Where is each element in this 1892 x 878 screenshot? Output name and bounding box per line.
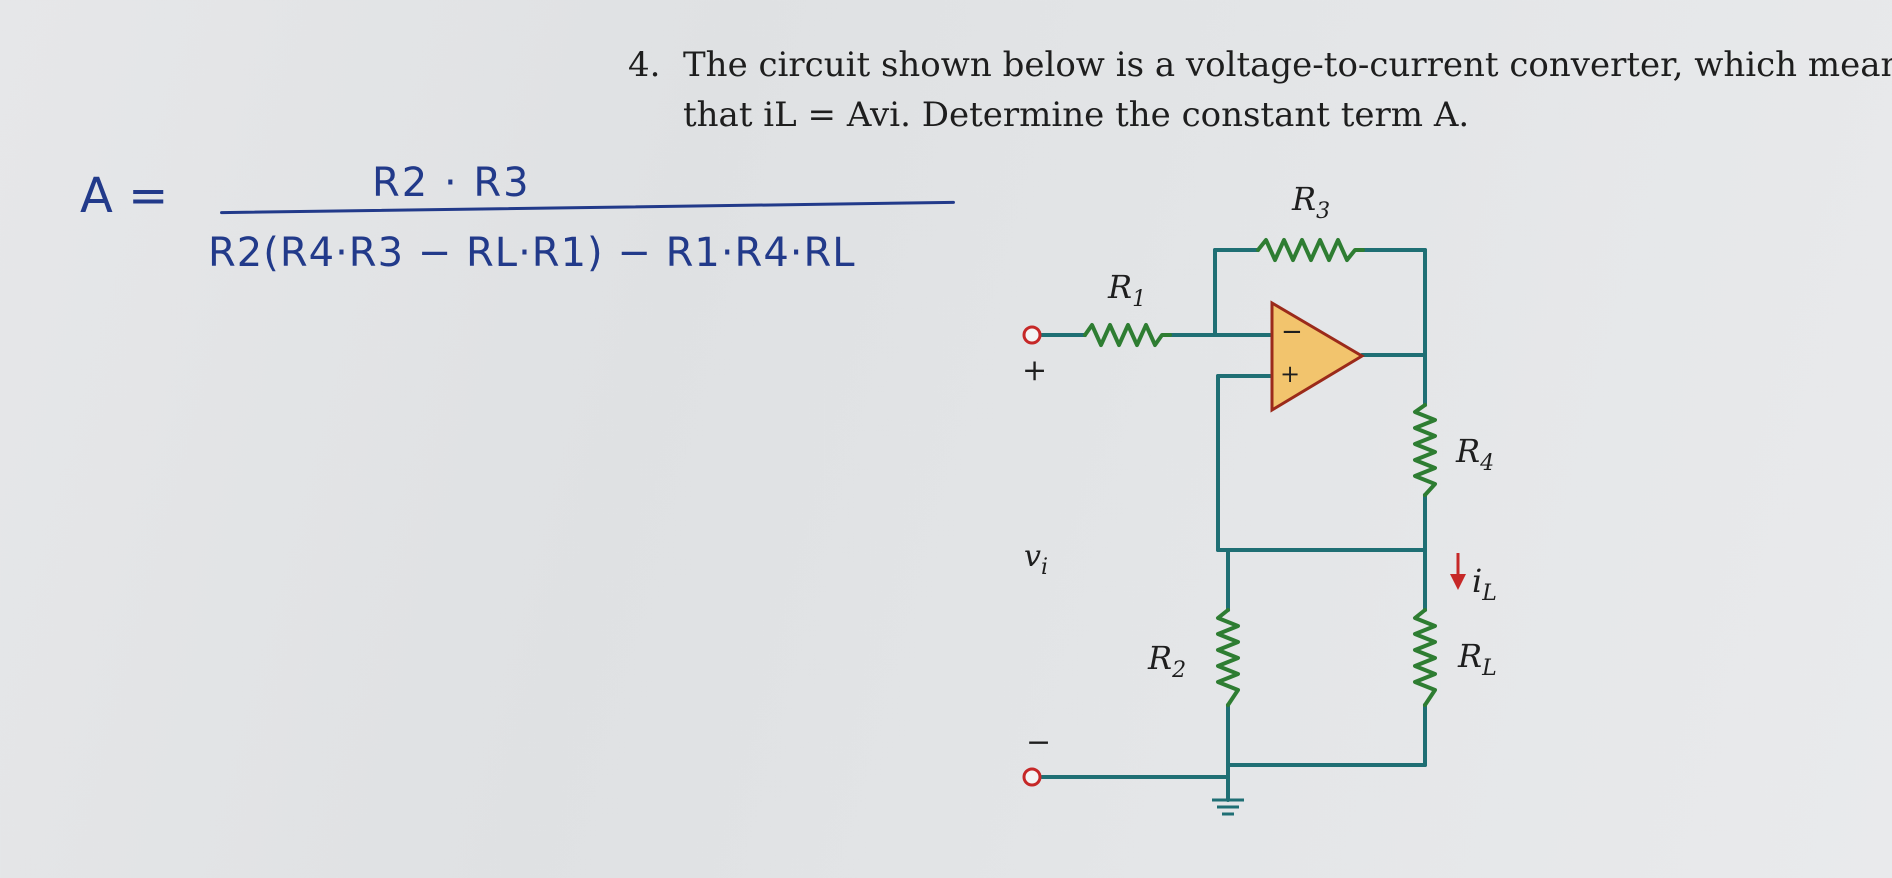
- label-r3: R3: [1291, 180, 1330, 224]
- opamp-icon: [1270, 300, 1365, 413]
- answer-lhs: A =: [80, 168, 169, 224]
- opamp-inverting-sign: −: [1281, 317, 1303, 347]
- resistor-r1: [1083, 323, 1172, 347]
- ground-icon: [1212, 798, 1244, 816]
- circuit-wires: [1040, 248, 1427, 802]
- answer-numerator: R2 · R3: [372, 160, 531, 206]
- input-plus-terminal: [1022, 325, 1042, 345]
- label-vi: vi: [1024, 539, 1048, 580]
- opamp-noninverting-sign: +: [1280, 360, 1300, 388]
- resistor-r4: [1413, 403, 1437, 497]
- input-minus-terminal: [1022, 767, 1042, 787]
- label-r2: R2: [1147, 639, 1186, 683]
- label-r4: R4: [1455, 432, 1494, 476]
- answer-denominator: R2(R4·R3 − RL·R1) − R1·R4·RL: [208, 230, 856, 276]
- label-minus-terminal: −: [1026, 725, 1051, 760]
- resistor-rl: [1413, 608, 1437, 707]
- label-r1: R1: [1107, 268, 1146, 312]
- current-arrow-icon: [1450, 553, 1466, 590]
- problem-number: 4.: [628, 45, 661, 85]
- label-plus-terminal: +: [1022, 353, 1047, 388]
- problem-line-1: The circuit shown below is a voltage-to-…: [683, 45, 1892, 85]
- label-il: iL: [1472, 562, 1497, 606]
- problem-line-2: that iL = Avi. Determine the constant te…: [683, 95, 1470, 135]
- resistor-r3: [1256, 238, 1365, 262]
- problem-statement: 4. The circuit shown below is a voltage-…: [628, 40, 1892, 140]
- label-rl: RL: [1457, 637, 1497, 681]
- resistor-r2: [1216, 608, 1240, 707]
